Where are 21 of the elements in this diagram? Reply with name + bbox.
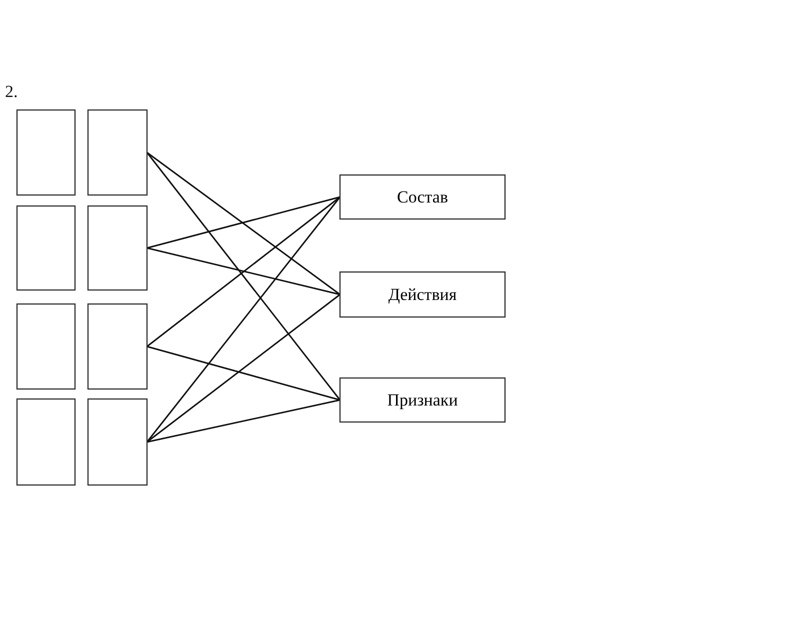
node-box: Признаки <box>339 377 506 423</box>
connector <box>146 196 340 348</box>
node-box: Состав <box>339 174 506 220</box>
node-box <box>16 205 76 291</box>
connector <box>146 294 340 443</box>
node-box: Действия <box>339 271 506 318</box>
node-box <box>16 303 76 390</box>
node-box <box>87 205 148 291</box>
connector <box>146 152 341 400</box>
connector <box>146 247 340 296</box>
node-box <box>16 398 76 486</box>
node-box <box>87 109 148 196</box>
connector <box>146 346 340 401</box>
node-box <box>87 398 148 486</box>
connector <box>146 399 340 443</box>
node-box <box>16 109 76 196</box>
node-box <box>87 303 148 390</box>
connector <box>146 152 340 296</box>
connector <box>146 196 341 442</box>
exercise-number: 2. <box>5 82 18 102</box>
connector <box>146 196 340 249</box>
